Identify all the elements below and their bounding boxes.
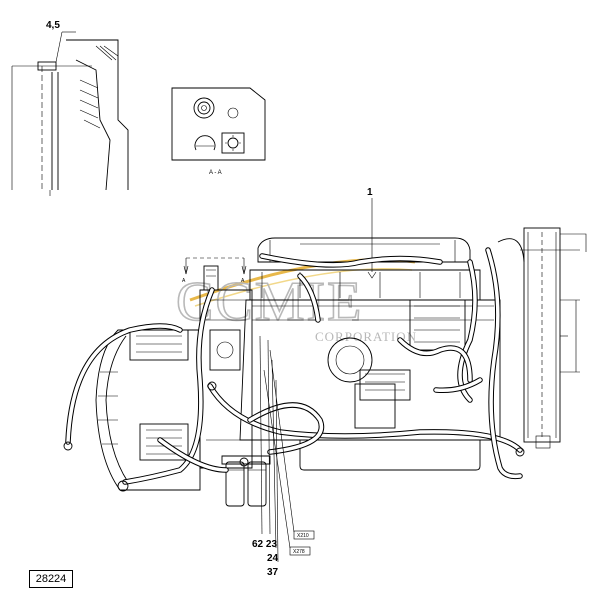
- engine-body: A A: [95, 226, 587, 507]
- detail-callout-4-5: 4,5: [46, 20, 60, 31]
- callout-62-23: 62 23: [252, 539, 277, 550]
- section-marker-right: A: [241, 278, 245, 284]
- callout-24: 24: [267, 553, 279, 564]
- hoses: [63, 247, 525, 492]
- section-aa-label: A - A: [209, 170, 222, 176]
- figure-number: 28224: [29, 570, 73, 588]
- callout-37: 37: [267, 567, 279, 578]
- section-aa-view: A - A: [171, 87, 266, 176]
- section-marker-left: A: [182, 278, 186, 284]
- connector-tag-x278-box: [289, 546, 311, 556]
- watermark: CCMIE CORPORATION: [175, 258, 416, 344]
- leaders: 1 62 23 24 37 X210 X278: [252, 187, 373, 578]
- connector-tag-x278: X278: [293, 549, 305, 555]
- callout-1: 1: [367, 187, 373, 198]
- detail-view: 4,5: [11, 20, 129, 196]
- connector-tag-x210: X210: [297, 533, 309, 539]
- connector-tag-x210-box: [293, 530, 315, 540]
